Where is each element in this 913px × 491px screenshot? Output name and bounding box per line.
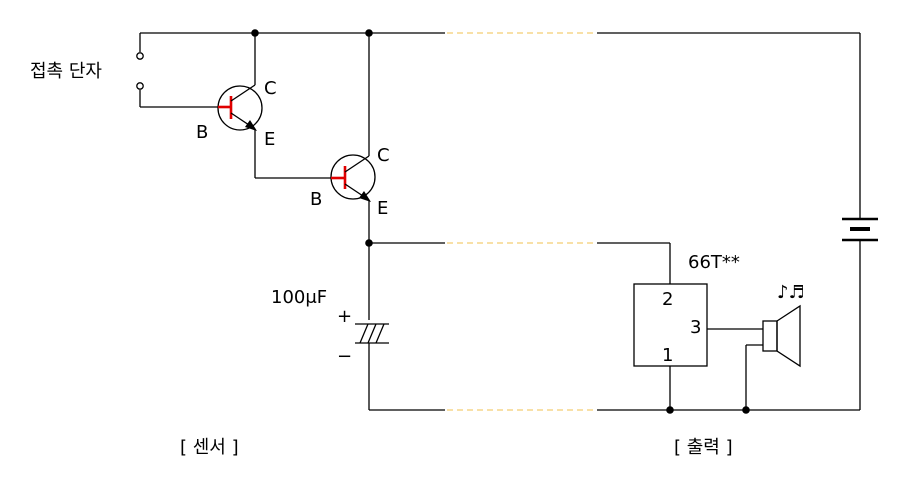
speaker-icon	[745, 304, 801, 410]
t2-base-label: B	[310, 189, 322, 210]
junction-dot	[365, 29, 373, 37]
transistor-2: C B E	[310, 33, 390, 320]
music-note-icon: ♪♬	[777, 282, 805, 303]
t1-collector-label: C	[264, 78, 277, 99]
ic-pin-3: 3	[690, 317, 701, 338]
t1-base-label: B	[196, 122, 208, 143]
t2-emitter-label: E	[377, 198, 388, 219]
contact-terminal: 접촉 단자	[30, 33, 218, 108]
middle-wire	[365, 239, 671, 284]
contact-terminal-label: 접촉 단자	[30, 61, 102, 82]
t2-collector-label: C	[377, 145, 390, 166]
transistor-1: C B E	[196, 33, 331, 179]
section-output-label: [ 출력 ]	[674, 437, 733, 458]
melody-ic: 66T** 2 3 1	[633, 252, 763, 410]
ic-pin-1: 1	[662, 345, 673, 366]
capacitor-value: 100μF	[271, 287, 327, 308]
ic-pin-2: 2	[662, 289, 673, 310]
capacitor-minus: −	[337, 346, 352, 367]
section-sensor-label: [ 센서 ]	[180, 437, 239, 458]
capacitor: 100μF + −	[271, 287, 389, 410]
junction-dot	[251, 29, 259, 37]
bottom-rail	[369, 406, 860, 414]
ic-name: 66T**	[688, 252, 740, 273]
t1-emitter-label: E	[264, 129, 275, 150]
capacitor-plus: +	[337, 306, 352, 327]
battery-icon	[842, 33, 878, 410]
